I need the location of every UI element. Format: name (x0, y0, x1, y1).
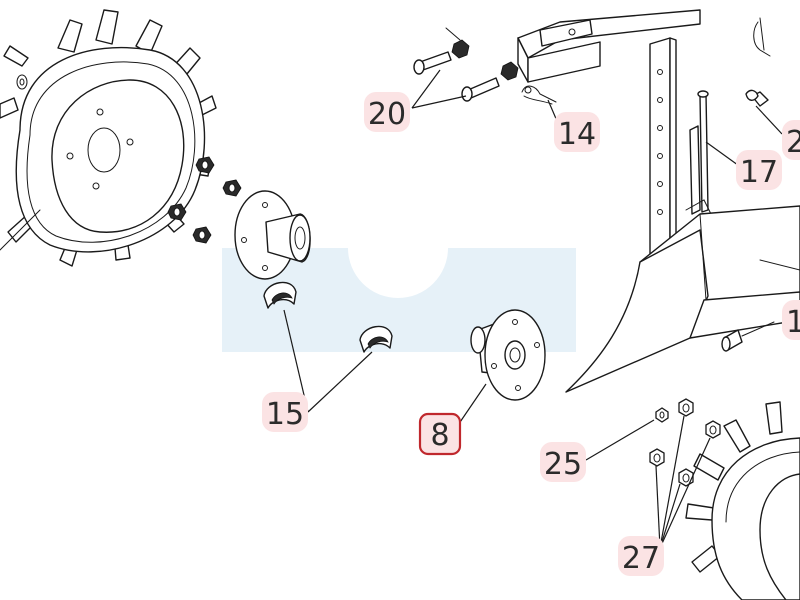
hub-flange-part-8 (470, 309, 546, 401)
frame-bracket (445, 9, 701, 83)
clip-part-15-b (359, 325, 393, 353)
svg-text:15: 15 (266, 397, 304, 432)
plow-moldboard (565, 205, 800, 393)
callout-1x[interactable]: 1 (782, 300, 800, 340)
callout-15[interactable]: 15 (262, 392, 308, 432)
r-clip-pin (753, 17, 771, 57)
callout-27[interactable]: 27 (618, 536, 664, 576)
callout-25[interactable]: 25 (540, 442, 586, 482)
svg-text:27: 27 (622, 541, 660, 576)
callout-14[interactable]: 14 (554, 112, 600, 152)
callout-17[interactable]: 17 (736, 150, 782, 190)
adjusting-rod-part-17 (685, 90, 713, 217)
callout-8-selected[interactable]: 8 (418, 412, 462, 456)
svg-text:14: 14 (558, 117, 596, 152)
clip-part-15-a (263, 281, 297, 309)
bolt-part-1 (721, 321, 775, 352)
wheel-nuts-left (167, 156, 242, 244)
bolt-part-20-a (413, 39, 470, 75)
svg-text:20: 20 (368, 97, 406, 132)
right-spiked-wheel (685, 401, 800, 600)
left-spiked-wheel (0, 9, 217, 267)
nuts-part-27 (649, 398, 721, 487)
svg-text:1: 1 (786, 305, 800, 340)
plow-standard-post (649, 37, 677, 257)
callout-20[interactable]: 20 (364, 92, 410, 132)
callout-2x[interactable]: 2 (782, 120, 800, 160)
svg-text:17: 17 (740, 155, 778, 190)
hub-flange-left (234, 190, 311, 280)
linch-pin-part-14 (521, 85, 557, 105)
svg-text:8: 8 (430, 418, 449, 453)
bolt-part-20-b (461, 61, 519, 102)
leader-lines (283, 69, 783, 549)
nut-part-25 (655, 407, 669, 423)
svg-text:25: 25 (544, 447, 582, 482)
wing-bolt-part-2 (745, 89, 769, 107)
svg-text:2: 2 (786, 125, 800, 160)
